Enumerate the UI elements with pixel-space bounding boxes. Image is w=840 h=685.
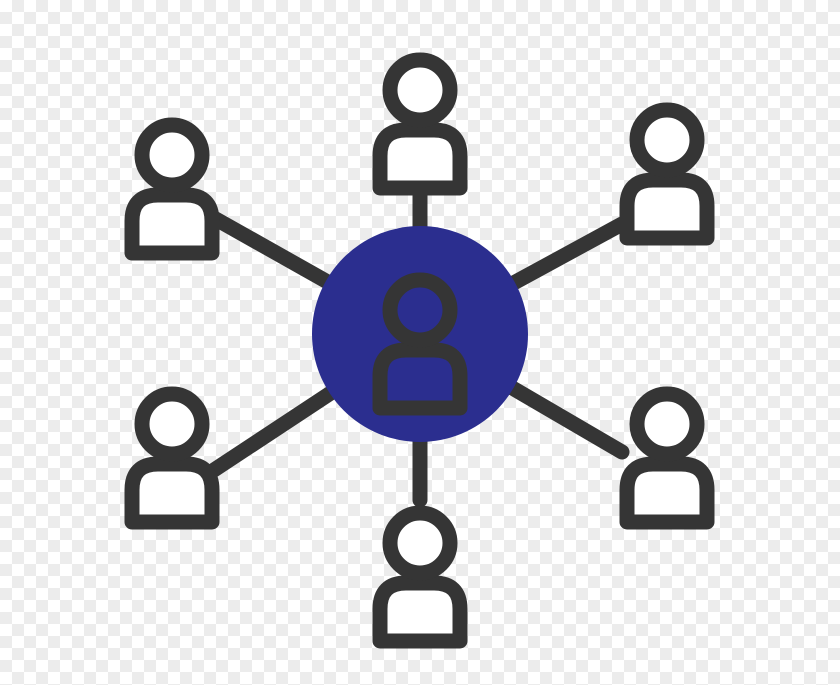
person-body [619, 456, 715, 530]
person-head [382, 505, 458, 581]
person-icon-bottom-left [124, 386, 220, 530]
person-icon-bottom-right [619, 386, 715, 530]
person-icon-top [372, 52, 468, 196]
person-icon-bottom [372, 505, 468, 649]
person-body [124, 187, 220, 261]
person-body [372, 122, 468, 196]
people [124, 52, 715, 649]
person-body [619, 172, 715, 246]
person-head [134, 117, 210, 193]
person-body [124, 456, 220, 530]
person-body [372, 342, 468, 416]
person-icon-top-left [124, 117, 220, 261]
person-head [629, 102, 705, 178]
person-icon-top-right [619, 102, 715, 246]
person-head [382, 52, 458, 128]
person-head [134, 386, 210, 462]
person-body [372, 575, 468, 649]
person-head [629, 386, 705, 462]
person-head [382, 272, 458, 348]
person-icon-hub [372, 272, 468, 416]
